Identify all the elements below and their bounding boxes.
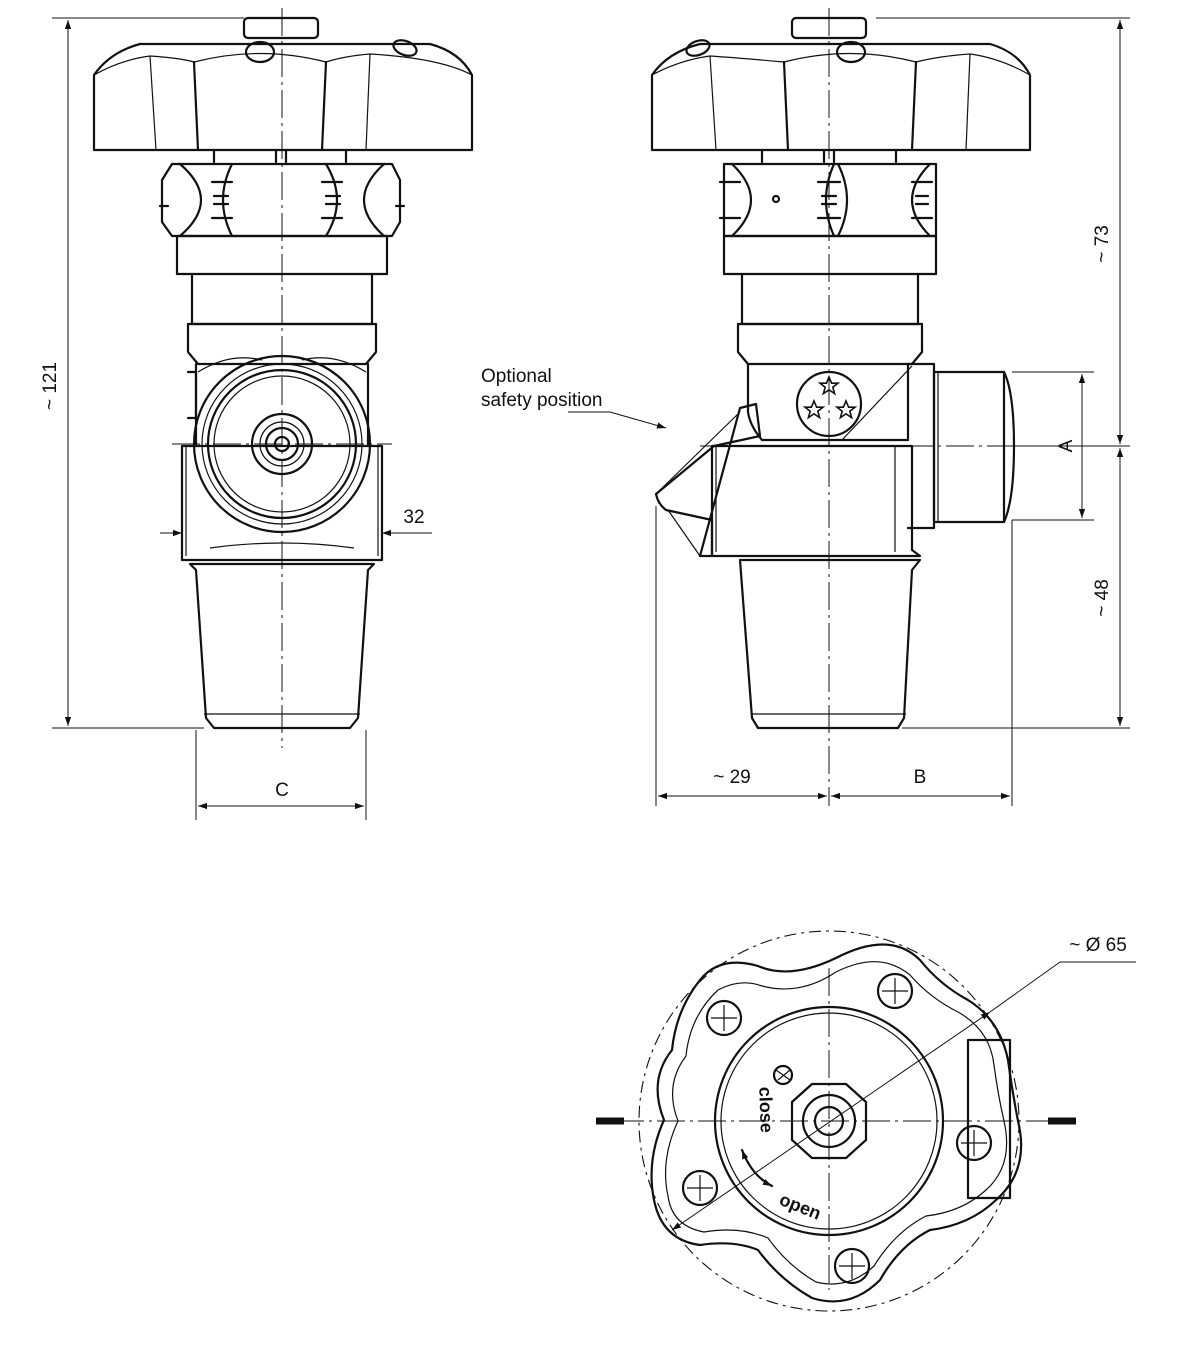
callout-line2: safety position [481, 390, 602, 411]
side-handwheel [650, 16, 1032, 164]
body-width-label: 32 [403, 507, 424, 528]
side-taper-thread [738, 558, 922, 730]
side-hex-nut [718, 162, 938, 238]
dimension-lines [52, 17, 1136, 1231]
handwheel-outline [650, 943, 1023, 1303]
front-view [92, 8, 474, 748]
overall-height-label: ~ 121 [40, 362, 61, 410]
outlet-connection [932, 370, 1006, 524]
close-label: close [755, 1086, 777, 1133]
handwheel-diameter-label: ~ Ø 65 [1069, 935, 1127, 956]
lower-height-label: ~ 48 [1092, 579, 1113, 617]
front-taper-thread [188, 562, 376, 730]
front-handwheel [92, 16, 474, 164]
side-view [650, 8, 1040, 806]
taper-width-label: C [275, 780, 289, 801]
side-valve-body [654, 362, 1016, 558]
upper-height-label: ~ 73 [1092, 225, 1113, 263]
callout-line1: Optional [481, 366, 552, 387]
open-close-arrow [740, 1148, 774, 1188]
outlet-length-label: B [914, 767, 927, 788]
port-height-label: A [1056, 439, 1077, 452]
safety-offset-label: ~ 29 [713, 767, 751, 788]
dimension-labels: ~ 121 ~ 73 ~ 48 A 32 C ~ 29 B ~ Ø 65 Opt… [40, 225, 1127, 956]
safety-device [654, 402, 762, 558]
top-view: close open [596, 930, 1076, 1312]
front-hex-nut [158, 162, 406, 238]
